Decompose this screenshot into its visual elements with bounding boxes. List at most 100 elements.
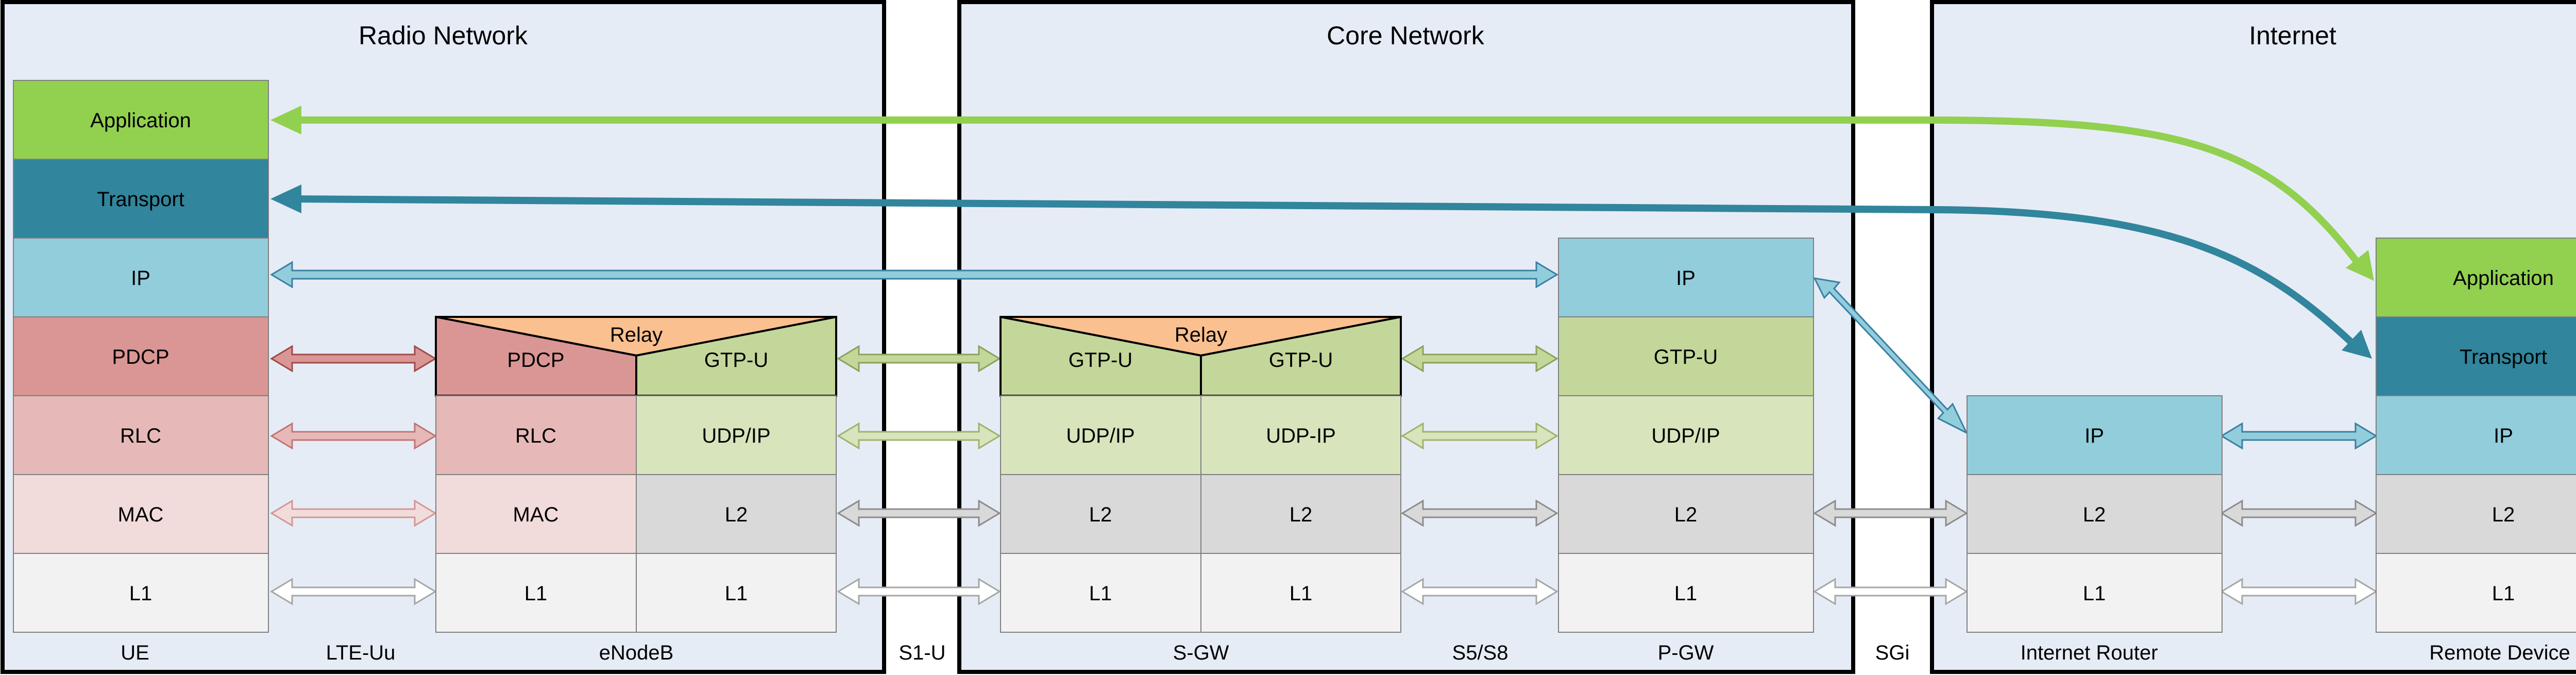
ue-l1-layer bbox=[13, 553, 269, 633]
core-network-title: Core Network bbox=[1327, 21, 1485, 50]
enodeb-relay-label: Relay bbox=[610, 324, 663, 346]
sgw-l1-right-layer bbox=[1200, 553, 1401, 633]
s5s8-l1-arrow bbox=[1401, 578, 1558, 605]
s1u-udpip-arrow bbox=[837, 422, 1001, 450]
remote-l2-layer bbox=[2376, 474, 2576, 554]
s1u-l1-arrow bbox=[837, 578, 1001, 605]
remote-l2-label: L2 bbox=[2492, 503, 2515, 526]
pgw-gtpu-label: GTP-U bbox=[1654, 346, 1718, 368]
enodeb-rlc-layer bbox=[435, 395, 637, 475]
remote-ip-label: IP bbox=[2494, 425, 2513, 447]
pgw-gtpu-layer bbox=[1558, 316, 1814, 396]
enodeb-udpip-label: UDP/IP bbox=[702, 425, 770, 447]
application-arrowhead-right bbox=[2346, 250, 2374, 281]
internet-title: Internet bbox=[2249, 21, 2336, 50]
ue-rlc-label: RLC bbox=[120, 425, 161, 447]
ue-stack: Application Transport IP PDCP RLC MAC L1 bbox=[13, 80, 269, 633]
label-pgw: P-GW bbox=[1658, 642, 1714, 664]
sgw-l1-left-label: L1 bbox=[1089, 582, 1112, 605]
enodeb-mac-layer bbox=[435, 474, 637, 554]
enodeb-l1-radio-label: L1 bbox=[524, 582, 548, 605]
enodeb-l1-radio-layer bbox=[435, 553, 637, 633]
pgw-l2-layer bbox=[1558, 474, 1814, 554]
sgw-udpip-left-layer bbox=[1000, 395, 1201, 475]
radio-network-title: Radio Network bbox=[359, 21, 528, 50]
pgw-l1-layer bbox=[1558, 553, 1814, 633]
s5s8-l2-arrow bbox=[1401, 499, 1558, 527]
transport-end-to-end-arrow bbox=[288, 195, 2357, 348]
router-l2-label: L2 bbox=[2083, 503, 2106, 526]
sgw-udpip-left-label: UDP/IP bbox=[1066, 425, 1134, 447]
enodeb-gtpu-label: GTP-U bbox=[704, 349, 768, 372]
remote-device-stack: Application Transport IP L2 L1 bbox=[2376, 238, 2576, 633]
remote-l1-label: L1 bbox=[2492, 582, 2515, 605]
sgw-relay-label: Relay bbox=[1175, 324, 1227, 346]
remote-application-label: Application bbox=[2453, 267, 2554, 290]
label-lte-uu: LTE-Uu bbox=[326, 642, 396, 664]
ue-rlc-layer bbox=[13, 395, 269, 475]
pgw-l1-label: L1 bbox=[1674, 582, 1698, 605]
s1u-l2-arrow bbox=[837, 499, 1001, 527]
router-l1-layer bbox=[1967, 553, 2223, 633]
sgw-stack: Relay GTP-U GTP-U UDP/IP UDP-IP L2 L2 L1… bbox=[999, 316, 1402, 633]
internet-router-stack: IP L2 L1 bbox=[1967, 395, 2223, 633]
router-l2-layer bbox=[1967, 474, 2223, 554]
label-ue: UE bbox=[121, 642, 149, 664]
enodeb-mac-label: MAC bbox=[513, 503, 559, 526]
enodeb-l1-core-layer bbox=[636, 553, 837, 633]
router-ip-layer bbox=[1967, 395, 2223, 475]
ue-ip-layer bbox=[13, 238, 269, 317]
sgw-gtpu-right-label: GTP-U bbox=[1269, 349, 1333, 372]
ue-application-label: Application bbox=[90, 109, 191, 132]
remote-transport-layer bbox=[2376, 316, 2576, 396]
label-s1u: S1-U bbox=[899, 642, 945, 664]
label-internet-router: Internet Router bbox=[2021, 642, 2158, 664]
pgw-udpip-layer bbox=[1558, 395, 1814, 475]
sgw-l1-right-label: L1 bbox=[1290, 582, 1313, 605]
ue-mac-layer bbox=[13, 474, 269, 554]
sgw-udpip-right-label: UDP-IP bbox=[1266, 425, 1336, 447]
ue-ip-label: IP bbox=[131, 267, 150, 290]
s5s8-gtpu-arrow bbox=[1401, 345, 1558, 373]
enodeb-udpip-layer bbox=[636, 395, 837, 475]
sgw-l2-left-label: L2 bbox=[1089, 503, 1112, 526]
ue-pdcp-layer bbox=[13, 316, 269, 396]
remote-transport-label: Transport bbox=[2460, 346, 2547, 368]
label-s5s8: S5/S8 bbox=[1452, 642, 1509, 664]
enodeb-l2-label: L2 bbox=[725, 503, 748, 526]
ue-application-layer bbox=[13, 80, 269, 160]
enodeb-l1-core-label: L1 bbox=[725, 582, 748, 605]
router-l1-label: L1 bbox=[2083, 582, 2106, 605]
ip-end-to-end-arrow bbox=[270, 261, 1558, 289]
label-remote-device: Remote Device bbox=[2429, 642, 2570, 664]
pgw-stack: IP GTP-U UDP/IP L2 L1 bbox=[1558, 238, 1814, 633]
pgw-udpip-label: UDP/IP bbox=[1651, 425, 1720, 447]
sgw-l1-left-layer bbox=[1000, 553, 1201, 633]
ue-l1-label: L1 bbox=[129, 582, 152, 605]
sgw-gtpu-left-label: GTP-U bbox=[1069, 349, 1132, 372]
pgw-ip-label: IP bbox=[1676, 267, 1696, 290]
label-enodeb: eNodeB bbox=[599, 642, 674, 664]
ue-mac-label: MAC bbox=[118, 503, 164, 526]
remote-application-layer bbox=[2376, 238, 2576, 317]
ue-transport-label: Transport bbox=[97, 188, 184, 211]
sgw-l2-left-layer bbox=[1000, 474, 1201, 554]
application-arrowhead-left bbox=[270, 106, 301, 134]
s5s8-udpip-arrow bbox=[1401, 422, 1558, 450]
enodeb-l2-layer bbox=[636, 474, 837, 554]
remote-ip-layer bbox=[2376, 395, 2576, 475]
application-end-to-end-arrow bbox=[289, 116, 2363, 268]
transport-arrowhead-right bbox=[2342, 330, 2372, 359]
enodeb-pdcp-label: PDCP bbox=[507, 349, 564, 372]
enodeb-stack: Relay PDCP GTP-U RLC UDP/IP MAC L2 L1 L1 bbox=[435, 316, 837, 633]
label-sgi: SGi bbox=[1875, 642, 1910, 664]
sgw-l2-right-label: L2 bbox=[1290, 503, 1313, 526]
remote-l1-layer bbox=[2376, 553, 2576, 633]
enodeb-rlc-label: RLC bbox=[515, 425, 556, 447]
router-ip-label: IP bbox=[2084, 425, 2104, 447]
pgw-ip-layer bbox=[1558, 238, 1814, 317]
ue-pdcp-label: PDCP bbox=[112, 346, 169, 368]
pgw-l2-label: L2 bbox=[1674, 503, 1698, 526]
